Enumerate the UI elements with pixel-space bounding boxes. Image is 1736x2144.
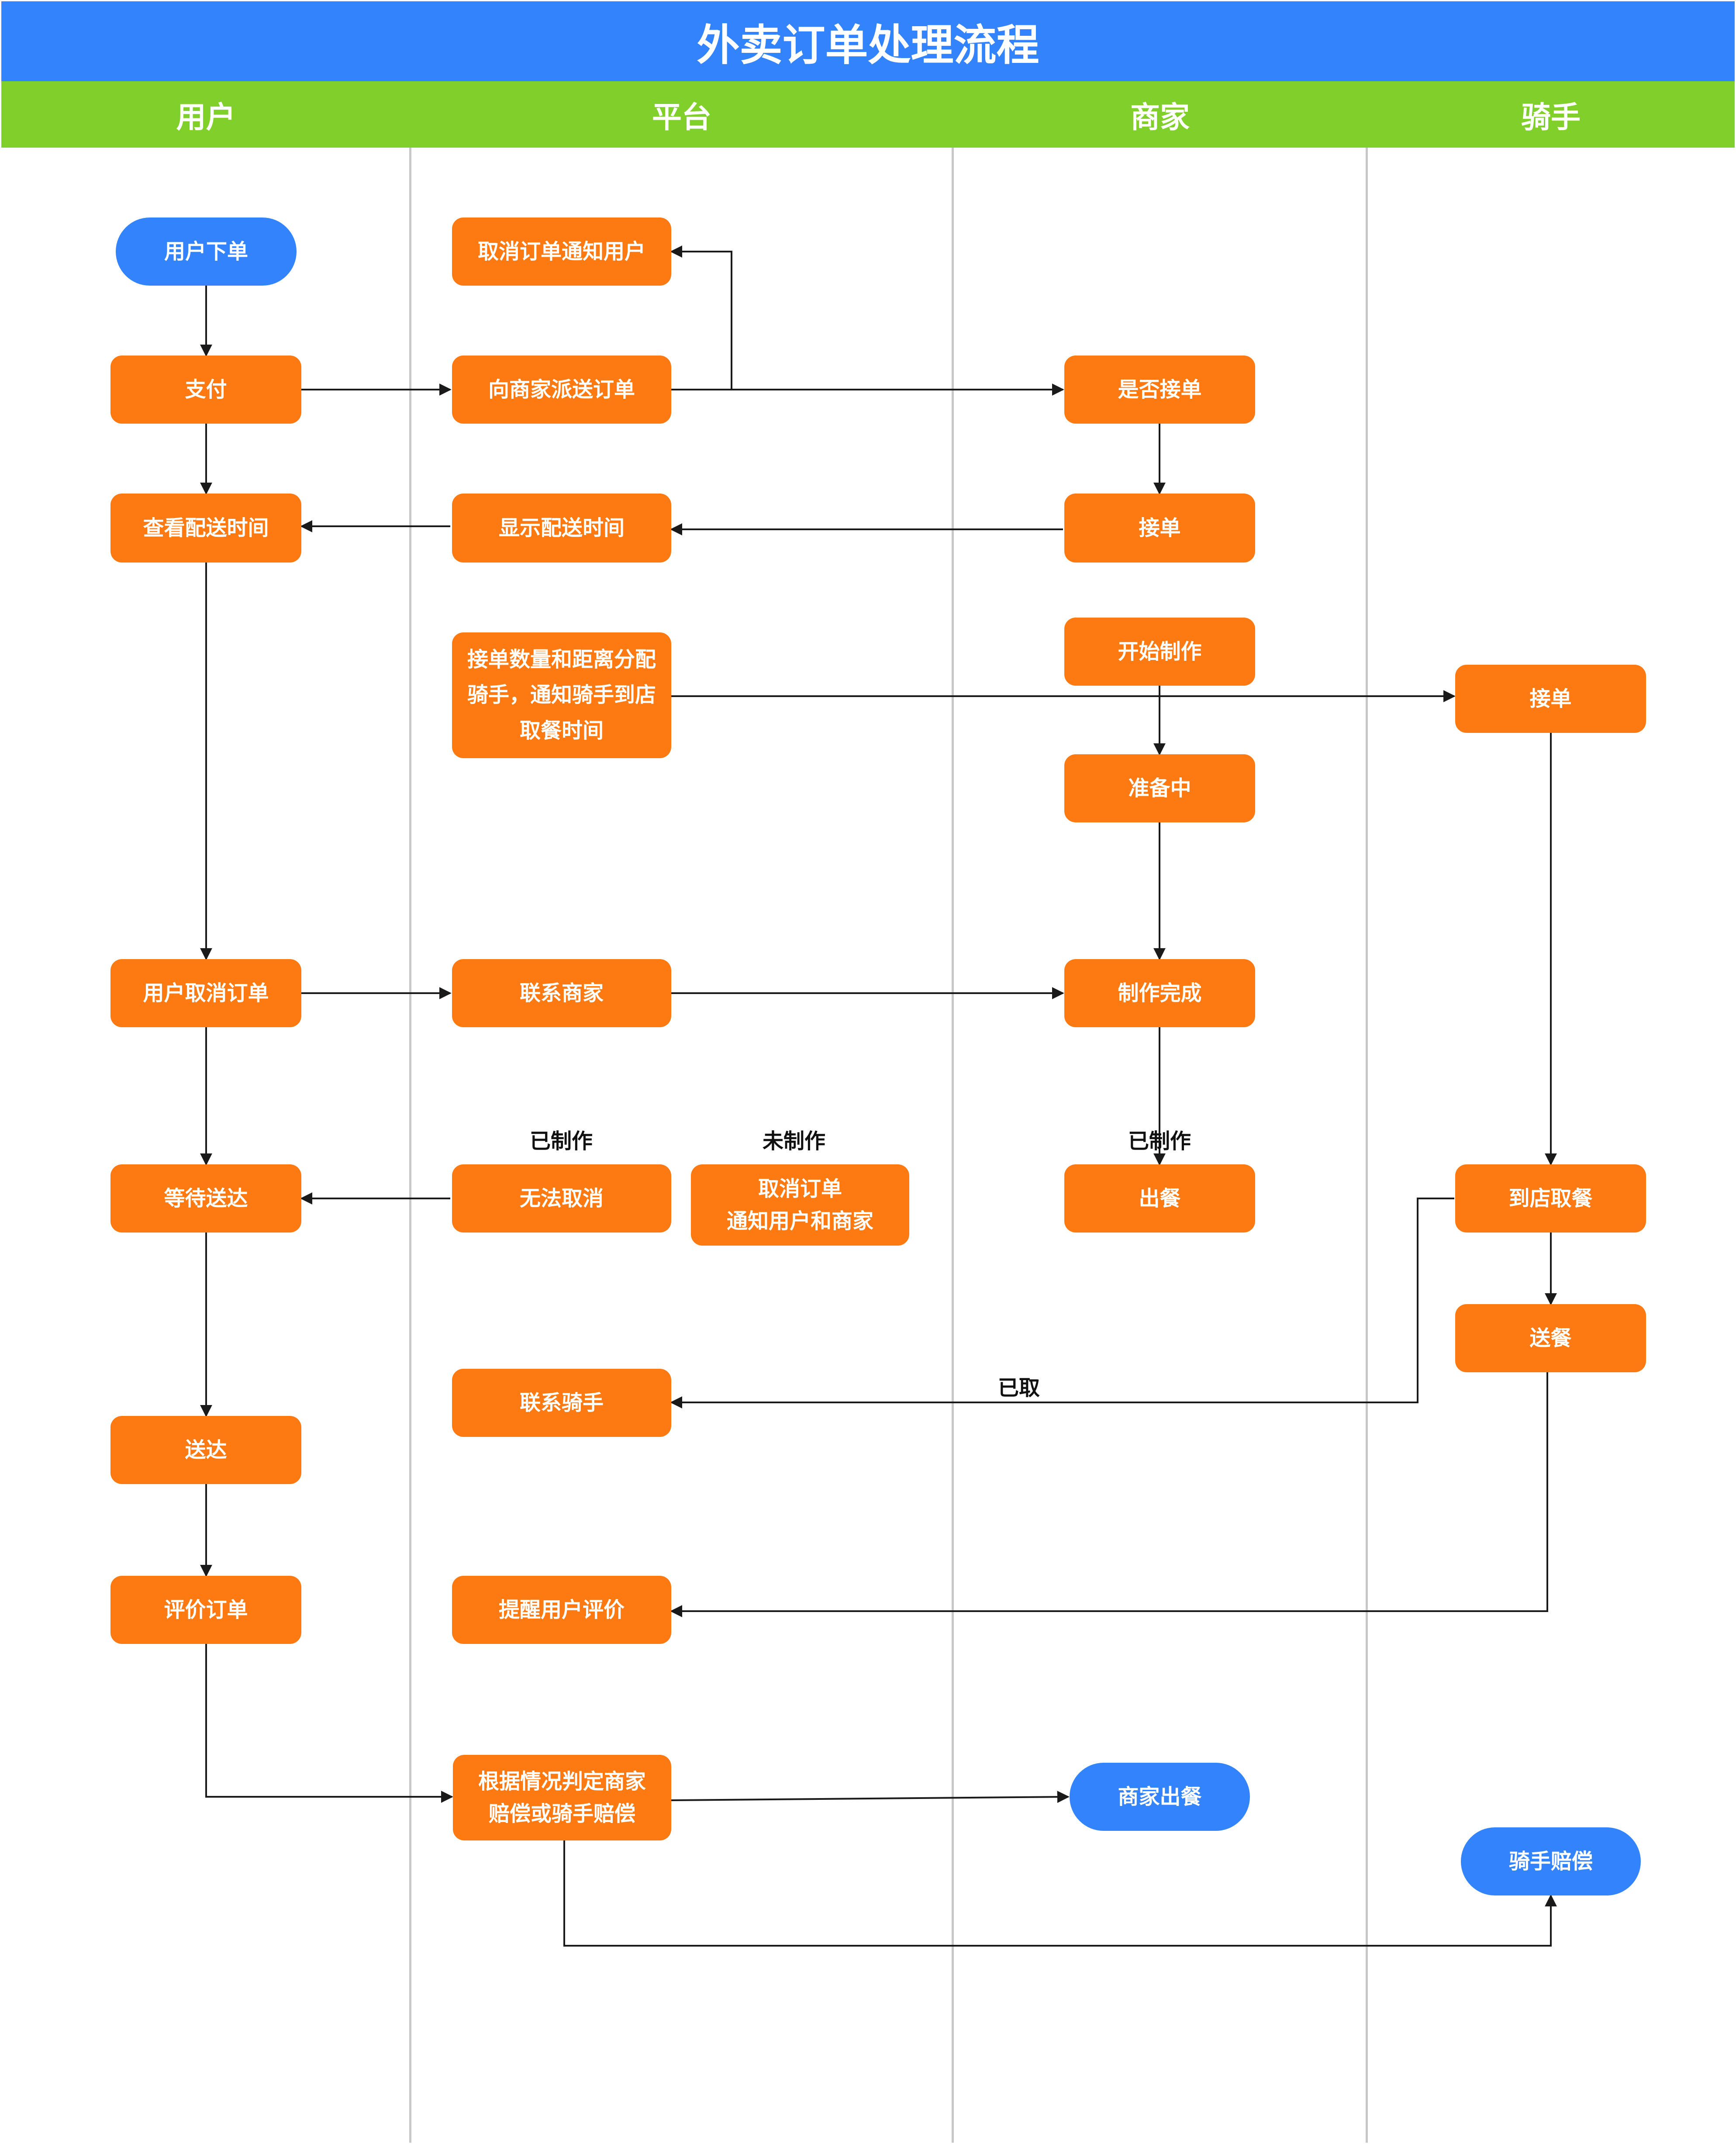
node-preparing: 准备中 — [1064, 754, 1255, 822]
node-rider-accept: 接单 — [1455, 665, 1646, 733]
node-rider-comp: 骑手赔偿 — [1461, 1827, 1641, 1895]
node-cancel-notify: 取消订单通知用户 — [452, 218, 671, 286]
edge-label-not-made: 未制作 — [762, 1129, 826, 1153]
node-done: 制作完成 — [1064, 959, 1255, 1027]
node-judge: 根据情况判定商家 赔偿或骑手赔偿 — [453, 1755, 671, 1840]
lane-header-rider: 骑手 — [1367, 81, 1735, 148]
lane-divider — [952, 148, 954, 2143]
node-accept-question: 是否接单 — [1064, 356, 1255, 424]
node-view-time: 查看配送时间 — [110, 494, 301, 563]
node-accept: 接单 — [1064, 494, 1255, 563]
chart-title: 外卖订单处理流程 — [1, 1, 1735, 81]
node-cancel-both: 取消订单 通知用户和商家 — [691, 1164, 909, 1246]
node-wait: 等待送达 — [110, 1164, 301, 1233]
lane-header-user: 用户 — [1, 81, 411, 148]
node-rate: 评价订单 — [110, 1576, 301, 1644]
node-user-cancel: 用户取消订单 — [110, 959, 301, 1027]
edge-pickup-to-contact-rider — [670, 1198, 1454, 1409]
node-user-order: 用户下单 — [116, 218, 297, 286]
edge-label-picked: 已取 — [997, 1376, 1040, 1400]
lane-header-merchant: 商家 — [953, 81, 1367, 148]
edge-label-made-platform: 已制作 — [529, 1129, 593, 1153]
edge-rate-to-judge — [205, 1634, 453, 1803]
node-contact-merchant: 联系商家 — [452, 959, 671, 1027]
node-dispatch: 向商家派送订单 — [452, 356, 671, 424]
node-deliver: 送餐 — [1455, 1304, 1646, 1372]
lane-divider — [1366, 148, 1368, 2143]
edge-judge-to-rider-comp — [563, 1840, 1557, 1947]
node-assign-rider: 接单数量和距离分配 骑手，通知骑手到店 取餐时间 — [452, 632, 671, 758]
lane-divider — [409, 148, 411, 2143]
node-contact-rider: 联系骑手 — [452, 1369, 671, 1437]
node-pickup: 到店取餐 — [1455, 1164, 1646, 1233]
edge-judge-to-merchant-serve — [671, 1791, 1070, 1803]
edge-dispatch-to-cancel-notify — [670, 245, 732, 390]
node-pay: 支付 — [110, 356, 301, 424]
node-serve: 出餐 — [1064, 1164, 1255, 1233]
lane-header-platform: 平台 — [411, 81, 953, 148]
edge-deliver-to-remind — [670, 1372, 1548, 1617]
node-remind-rate: 提醒用户评价 — [452, 1576, 671, 1644]
node-start-cook: 开始制作 — [1064, 618, 1255, 686]
edge-label-made-merchant: 已制作 — [1128, 1129, 1191, 1153]
node-cannot-cancel: 无法取消 — [452, 1164, 671, 1233]
node-merchant-serve: 商家出餐 — [1070, 1763, 1250, 1831]
node-show-time: 显示配送时间 — [452, 494, 671, 563]
node-delivered: 送达 — [110, 1416, 301, 1484]
